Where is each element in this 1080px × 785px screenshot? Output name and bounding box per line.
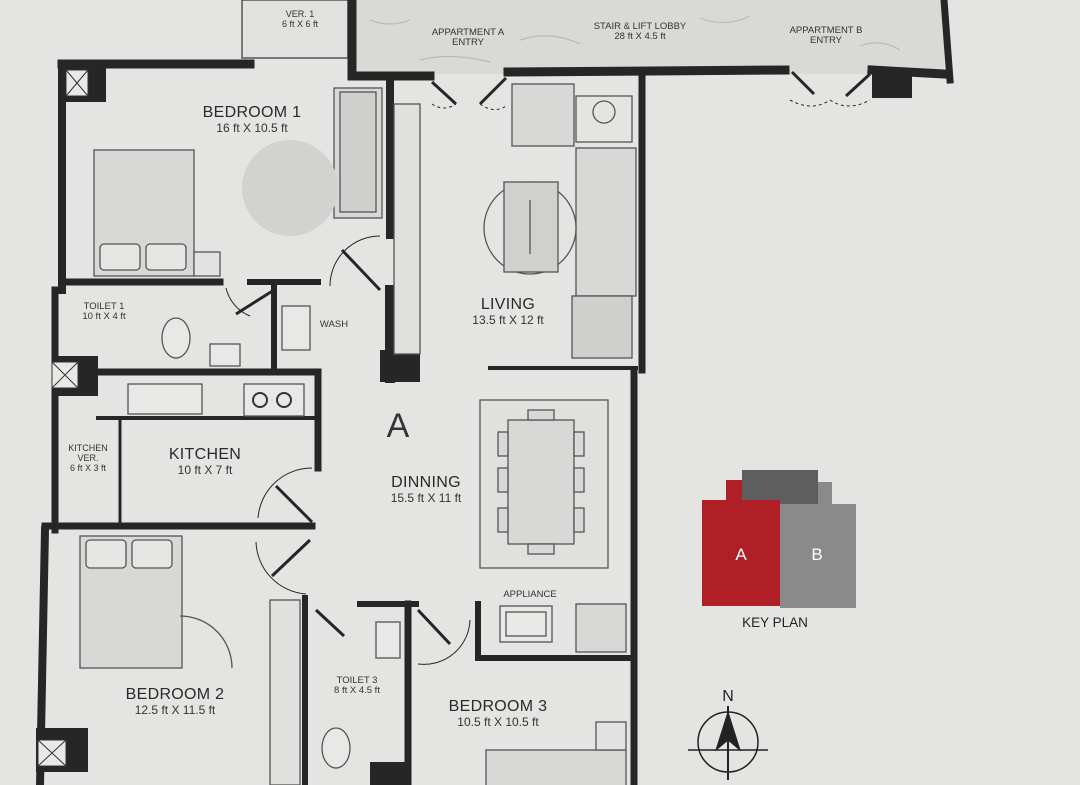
apartment-a-entry-line1: APPARTMENT A: [431, 27, 505, 38]
key-plan-b-label: B: [811, 545, 823, 564]
dinning-name: DINNING: [391, 474, 461, 491]
walls: [35, 0, 954, 785]
apartment-a-entry-label: APPARTMENT A ENTRY: [408, 27, 528, 49]
apartment-b-entry-label: APPARTMENT B ENTRY: [766, 25, 886, 47]
kitchen-size: 10 ft X 7 ft: [177, 462, 233, 477]
bedroom-3-size: 10.5 ft X 10.5 ft: [457, 714, 539, 729]
living-name: LIVING: [480, 296, 536, 313]
kitchen-ver-size: 6 ft X 3 ft: [69, 462, 107, 473]
kitchen-ver-name: KITCHEN VER.: [68, 443, 108, 463]
key-plan-a-label: A: [735, 545, 747, 564]
appliance-label: APPLIANCE: [503, 589, 557, 600]
kitchen-name: KITCHEN: [168, 446, 242, 463]
apartment-b-entry-line1: APPARTMENT B: [789, 25, 863, 36]
lobby-label: STAIR & LIFT LOBBY 28 ft X 4.5 ft: [570, 21, 710, 43]
kitchen-ver-label: KITCHEN VER. 6 ft X 3 ft: [58, 443, 118, 474]
verandah-size: 6 ft X 6 ft: [281, 18, 319, 29]
unit-letter: A: [386, 407, 410, 445]
kitchen-label: KITCHEN 10 ft X 7 ft: [150, 446, 260, 477]
key-plan-title: KEY PLAN: [742, 615, 808, 630]
verandah-name: VER. 1: [285, 9, 315, 19]
bedroom-1-size: 16 ft X 10.5 ft: [216, 120, 288, 135]
bedroom-2-name: BEDROOM 2: [125, 686, 225, 703]
key-plan-unit-b: [780, 504, 856, 608]
key-plan-unit-a: [702, 500, 780, 606]
bedroom-1-name: BEDROOM 1: [202, 104, 302, 121]
north-arrow-icon: [688, 706, 768, 780]
furniture: [79, 83, 637, 785]
dinning-size: 15.5 ft X 11 ft: [390, 490, 462, 505]
bedroom-1-label: BEDROOM 1 16 ft X 10.5 ft: [180, 104, 324, 135]
bedroom-2-size: 12.5 ft X 11.5 ft: [134, 702, 216, 717]
wash-label: WASH: [319, 319, 349, 330]
doors: [225, 70, 872, 665]
lobby-area: [352, 0, 944, 74]
toilet-1-name: TOILET 1: [83, 301, 125, 312]
lobby-size: 28 ft X 4.5 ft: [614, 31, 666, 43]
apartment-a-entry-line2: ENTRY: [451, 37, 485, 49]
toilet-1-size: 10 ft X 4 ft: [82, 311, 126, 323]
toilet-1-label: TOILET 1 10 ft X 4 ft: [66, 301, 142, 323]
verandah-1: [241, 0, 349, 59]
structural-columns: [36, 64, 106, 772]
toilet-3-label: TOILET 3 8 ft X 4.5 ft: [318, 675, 396, 697]
verandah-label: VER. 1 6 ft X 6 ft: [245, 9, 355, 30]
north-label: N: [722, 688, 734, 705]
living-size: 13.5 ft X 12 ft: [472, 312, 544, 327]
bedroom-3-name: BEDROOM 3: [448, 698, 548, 715]
toilet-3-name: TOILET 3: [336, 675, 378, 686]
lobby-name: STAIR & LIFT LOBBY: [593, 21, 687, 32]
apartment-b-entry-line2: ENTRY: [809, 35, 843, 47]
key-plan: [702, 470, 856, 608]
bedroom-3-label: BEDROOM 3 10.5 ft X 10.5 ft: [426, 698, 570, 729]
dinning-label: DINNING 15.5 ft X 11 ft: [366, 474, 486, 505]
living-label: LIVING 13.5 ft X 12 ft: [450, 296, 566, 327]
toilet-3-size: 8 ft X 4.5 ft: [334, 685, 380, 697]
bedroom-2-label: BEDROOM 2 12.5 ft X 11.5 ft: [100, 686, 250, 717]
